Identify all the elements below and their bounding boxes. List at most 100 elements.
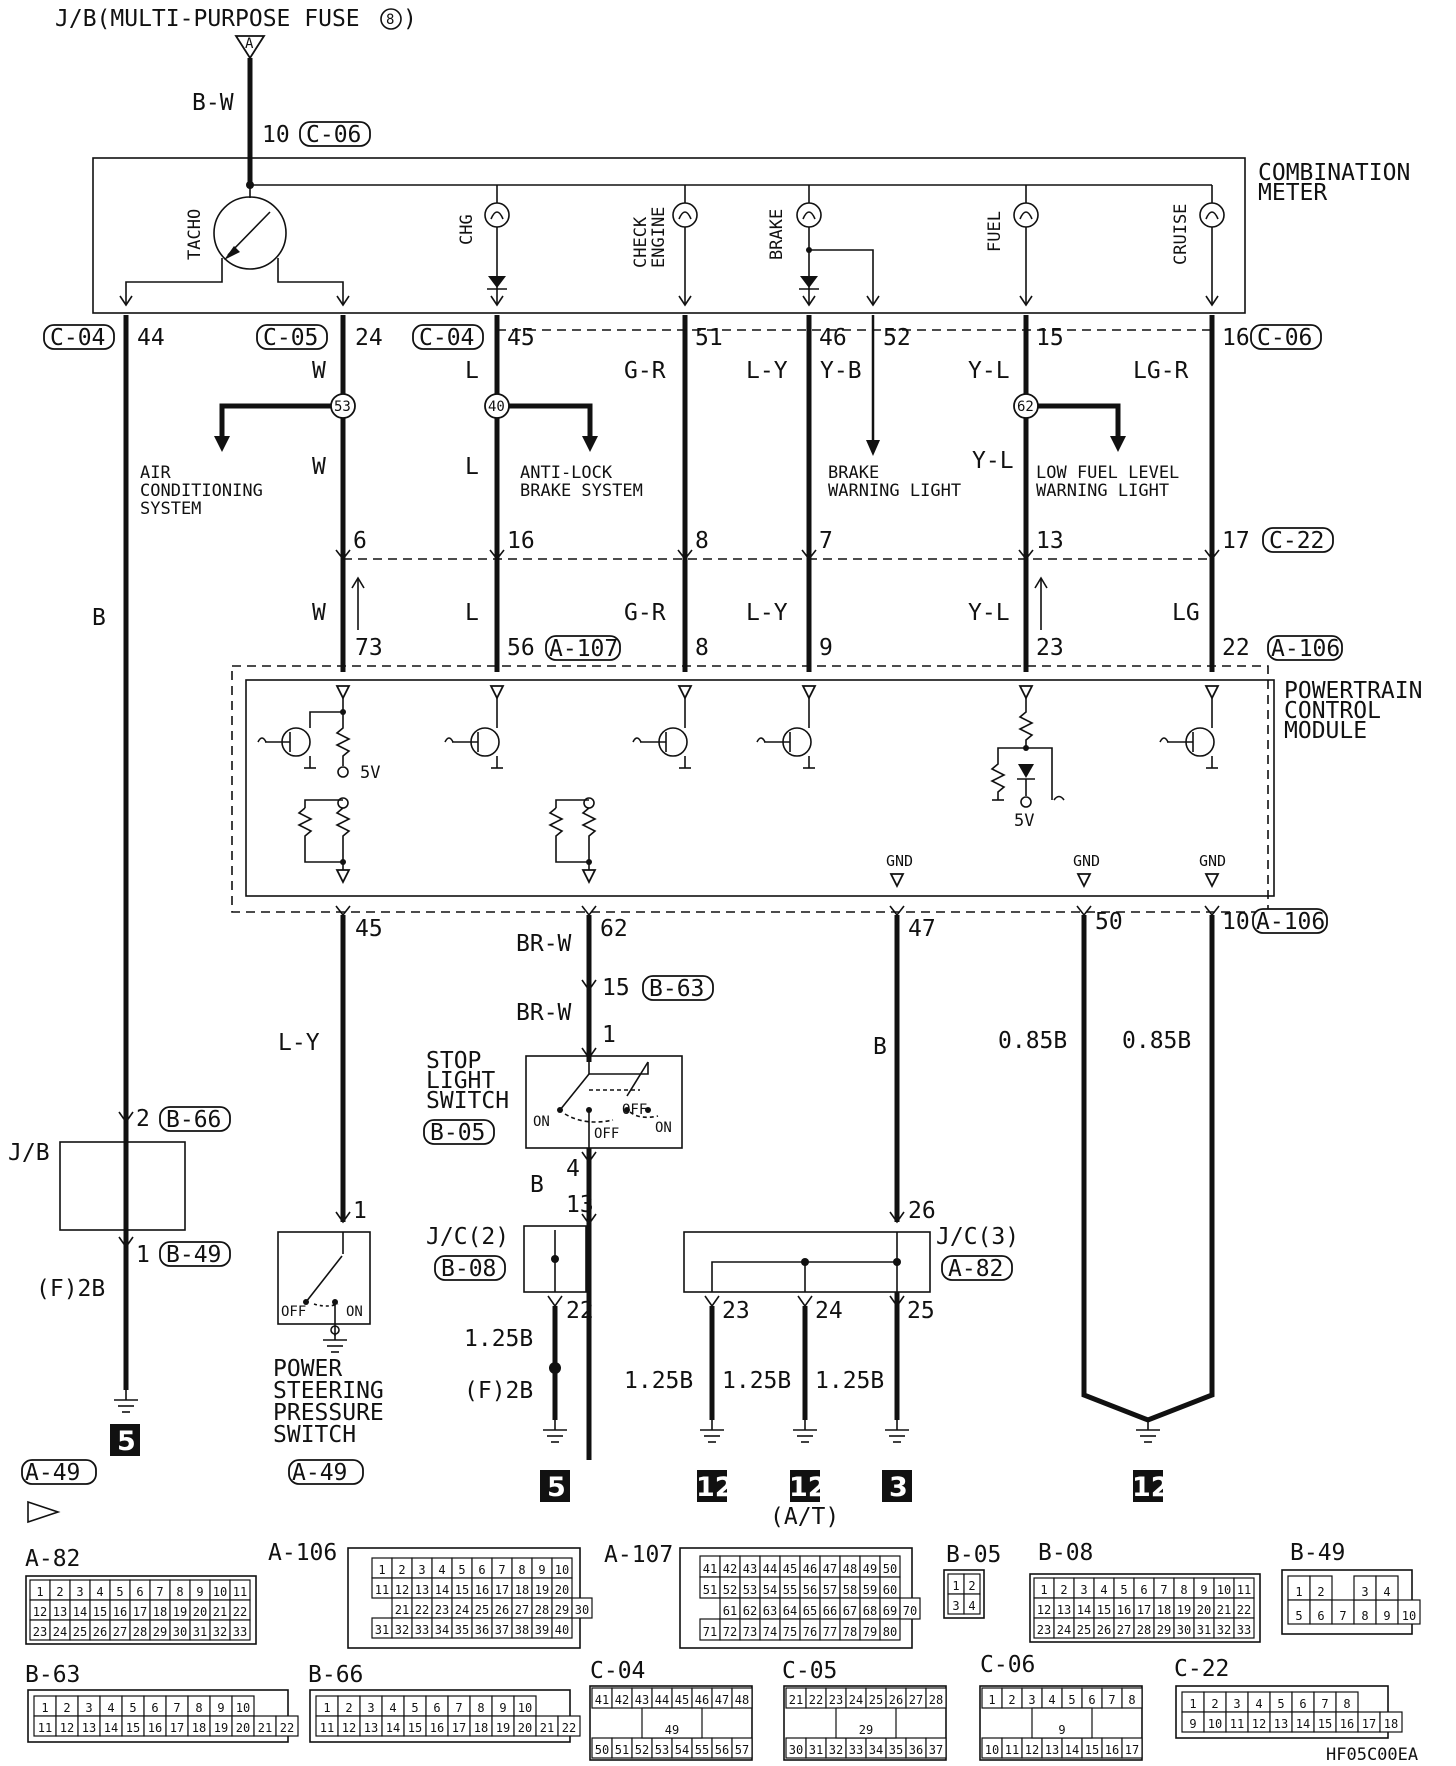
ps-label-1: POWER xyxy=(273,1356,342,1382)
legend-c05b-pin-37 xyxy=(925,1737,947,1759)
svg-text:C-22: C-22 xyxy=(1269,528,1324,554)
wire-yl-3: Y-L xyxy=(968,600,1010,626)
legend-b08-pin-2-label: 2 xyxy=(1060,1583,1067,1597)
left-ground-circuit: B 2 B-66 J/B 1 B-49 (F)2B 5 xyxy=(8,605,231,1457)
ground-point-12-a xyxy=(697,1470,727,1502)
svg-text:5: 5 xyxy=(117,1426,136,1457)
legend-c22-pin-4-label: 4 xyxy=(1255,1697,1262,1711)
legend-c05b-pin-37-label: 37 xyxy=(929,1743,943,1757)
legend-a82-pin-12-label: 12 xyxy=(33,1605,47,1619)
legend-b63-pin-19-label: 19 xyxy=(214,1721,228,1735)
legend-a106-pin-23-label: 23 xyxy=(435,1603,449,1617)
legend-b49b-pin-3-label: 3 xyxy=(1361,1585,1368,1599)
legend-a82-pin-5-label: 5 xyxy=(116,1585,123,1599)
pcm-5v-1: 5V xyxy=(360,763,380,783)
legend-b49-pin-5-label: 5 xyxy=(1295,1609,1302,1623)
legend-a82-pin-18-label: 18 xyxy=(153,1605,167,1619)
legend-a82-pin-20-label: 20 xyxy=(193,1605,207,1619)
legend-b08-pin-21-label: 21 xyxy=(1217,1603,1231,1617)
legend-c22-pin-14-label: 14 xyxy=(1296,1717,1310,1731)
legend-c04a-pin-44-label: 44 xyxy=(655,1693,669,1707)
jc3-label: J/C(3) xyxy=(936,1224,1019,1250)
pcm-title-3: MODULE xyxy=(1284,718,1367,744)
power-feed: J/B(MULTI-PURPOSE FUSE 8 ) A B-W 10 C-06 xyxy=(55,6,417,185)
cruise-label: CRUISE xyxy=(1171,204,1191,265)
legend-c05a-pin-26-label: 26 xyxy=(889,1693,903,1707)
legend-b66-pin-12-label: 12 xyxy=(342,1721,356,1735)
legend-a82-pin-23-label: 23 xyxy=(33,1625,47,1639)
svg-text:C-05: C-05 xyxy=(263,325,318,351)
legend-c04-pin-49-label: 49 xyxy=(665,1723,679,1737)
legend-a49-triangle-icon xyxy=(27,1500,61,1524)
legend-c06a-pin-5-label: 5 xyxy=(1068,1693,1075,1707)
legend-a107-pin-56-label: 56 xyxy=(803,1583,817,1597)
legend-b66-pin-11-label: 11 xyxy=(320,1721,334,1735)
pin-15-top: 15 xyxy=(1036,325,1064,351)
pin-45-pcm: 45 xyxy=(355,916,383,942)
wire-b-jc3: B xyxy=(873,1034,887,1060)
legend-b08-pin-33-label: 33 xyxy=(1237,1623,1251,1637)
legend-b66-pin-4-label: 4 xyxy=(389,1701,396,1715)
stop-off-1: OFF xyxy=(622,1102,647,1118)
legend-c05-pin-29 xyxy=(835,1707,897,1739)
pcm-gnd-2: GND xyxy=(1073,852,1100,870)
svg-text:B-08: B-08 xyxy=(441,1256,496,1282)
legend-b66-pin-9-label: 9 xyxy=(499,1701,506,1715)
wire-l-1: L xyxy=(465,358,479,384)
conn-b08 xyxy=(434,1255,506,1281)
pin-23-pcm: 23 xyxy=(1036,635,1064,661)
legend-a82-pin-33 xyxy=(229,1619,251,1641)
legend-c04b-pin-54-label: 54 xyxy=(675,1743,689,1757)
pin-44: 44 xyxy=(137,325,165,351)
legend-b66-pin-22-label: 22 xyxy=(562,1721,576,1735)
wire-w-3: W xyxy=(312,600,326,626)
legend-a107-pin-68-label: 68 xyxy=(863,1604,877,1618)
legend-c22-pin-12-label: 12 xyxy=(1252,1717,1266,1731)
meter-title-1: COMBINATION xyxy=(1258,160,1410,186)
legend-a106-pin-4-label: 4 xyxy=(438,1563,445,1577)
legend-b08-pin-24-label: 24 xyxy=(1057,1623,1071,1637)
legend-a106-pin-22-label: 22 xyxy=(415,1603,429,1617)
legend-c04a-pin-47-label: 47 xyxy=(715,1693,729,1707)
c22-connector-row: 6 16 8 7 13 17 C-22 xyxy=(335,527,1334,630)
pin-2: 2 xyxy=(136,1106,150,1132)
fuse-source-label: J/B(MULTI-PURPOSE FUSE xyxy=(55,6,360,32)
ps-on-label: ON xyxy=(346,1304,363,1320)
legend-c05b-pin-30-label: 30 xyxy=(789,1743,803,1757)
legend-b63-pin-6-label: 6 xyxy=(151,1701,158,1715)
stop-on-2: ON xyxy=(655,1120,672,1136)
chg-label: CHG xyxy=(457,214,477,245)
legend-a107-pin-80-label: 80 xyxy=(883,1625,897,1639)
legend-a107-pin-80 xyxy=(879,1618,901,1641)
legend-a106-pin-32-label: 32 xyxy=(395,1623,409,1637)
diagram-code: HF05C00EA xyxy=(1326,1745,1418,1765)
legend-b63-pin-14-label: 14 xyxy=(104,1721,118,1735)
legend-b49-pin-8-label: 8 xyxy=(1361,1609,1368,1623)
legend-a106-pin-1-label: 1 xyxy=(378,1563,385,1577)
legend-a107-pin-49-label: 49 xyxy=(863,1562,877,1576)
legend-c05a-pin-27-label: 27 xyxy=(909,1693,923,1707)
ps-label-4: SWITCH xyxy=(273,1422,356,1448)
legend-c22-pin-6-label: 6 xyxy=(1299,1697,1306,1711)
legend-b08-pin-33 xyxy=(1233,1617,1255,1639)
legend-a82-pin-26-label: 26 xyxy=(93,1625,107,1639)
legend-b08-pin-27-label: 27 xyxy=(1117,1623,1131,1637)
legend-b08-pin-26-label: 26 xyxy=(1097,1623,1111,1637)
legend-c22-pin-9-label: 9 xyxy=(1189,1717,1196,1731)
legend-a106-pin-40-label: 40 xyxy=(555,1623,569,1637)
legend-b08-pin-1-label: 1 xyxy=(1040,1583,1047,1597)
legend-a82-frame xyxy=(25,1575,257,1645)
splice-40 xyxy=(484,393,510,419)
legend-b63-pin-9-label: 9 xyxy=(217,1701,224,1715)
legend-a106-pin-12-label: 12 xyxy=(395,1583,409,1597)
legend-b63-pin-15-label: 15 xyxy=(126,1721,140,1735)
legend-a106-pin-34-label: 34 xyxy=(435,1623,449,1637)
legend-b66-pin-16-label: 16 xyxy=(430,1721,444,1735)
conn-c22 xyxy=(1262,527,1334,553)
legend-c06b-pin-15-label: 15 xyxy=(1085,1743,1099,1757)
legend-c06a-pin-4-label: 4 xyxy=(1048,1693,1055,1707)
splice-53 xyxy=(330,393,356,419)
legend-a107-pin-43-label: 43 xyxy=(743,1562,757,1576)
legend-b63-pin-11-label: 11 xyxy=(38,1721,52,1735)
legend-label-a82: A-82 xyxy=(25,1546,80,1572)
